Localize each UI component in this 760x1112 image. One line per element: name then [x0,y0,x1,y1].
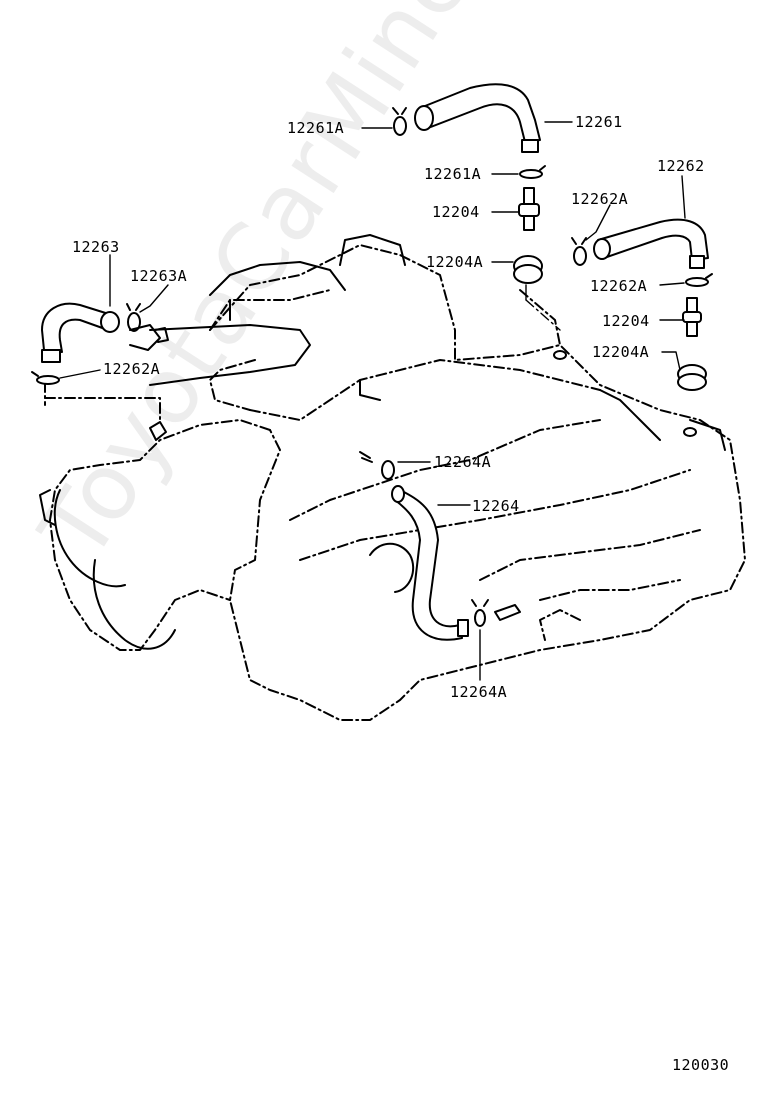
engine-outline [44,244,746,721]
intake-pipes [129,234,726,451]
callout-12204-a: 12204 [432,203,480,221]
callout-12261A-mid: 12261A [424,165,482,183]
callout-12263A: 12263A [130,267,188,285]
clamps [31,107,713,627]
callout-12264A-bottom: 12264A [450,683,508,701]
nipples [149,327,169,441]
pcv-valve-a [513,187,543,284]
callout-12261: 12261 [575,113,623,131]
callout-12264A-top: 12264A [434,453,492,471]
leader-lines [59,121,686,681]
callout-12204-b: 12204 [602,312,650,330]
callout-12261A-top: 12261A [287,119,345,137]
callout-12204A-a: 12204A [426,253,484,271]
hose-12261 [414,83,541,153]
engine-lower-details [39,489,415,650]
hose-12262 [593,218,709,269]
diagram-number: 120030 [672,1056,730,1074]
callout-12204A-b: 12204A [592,343,650,361]
callout-12262A-left: 12262A [103,360,161,378]
callout-12262A-mid: 12262A [590,277,648,295]
hose-12263 [41,302,120,363]
callout-12262A-top: 12262A [571,190,629,208]
callout-12264: 12264 [472,497,520,515]
pcv-valve-b [677,297,707,391]
callout-12262: 12262 [657,157,705,175]
hose-12264 [391,485,469,641]
callout-12263: 12263 [72,238,120,256]
